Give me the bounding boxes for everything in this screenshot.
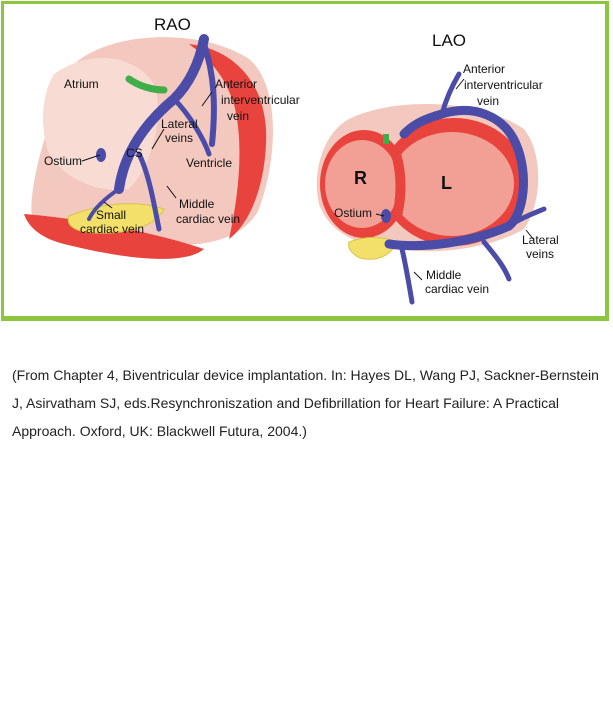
rao-label-small-1: Small [96, 208, 126, 222]
rao-label-atrium: Atrium [64, 77, 99, 91]
lao-middle-vein [399, 246, 415, 305]
figure-frame: RAO Atrium Anterior interventricular vei… [1, 1, 609, 321]
lao-label-anterior-3: vein [477, 94, 499, 108]
lao-title: LAO [432, 31, 466, 50]
rao-label-middle-1: Middle [179, 197, 215, 211]
lao-rv-chamber [325, 140, 399, 228]
rao-label-lateral-1: Lateral [161, 117, 198, 131]
rao-ostium-leader [81, 154, 101, 162]
lao-label-l: L [441, 173, 452, 193]
lao-anterior-vein [439, 71, 462, 117]
rao-label-anterior-2: interventricular [221, 93, 300, 107]
cardiac-veins-illustration: RAO Atrium Anterior interventricular vei… [24, 15, 559, 305]
figure-caption: (From Chapter 4, Biventricular device im… [12, 367, 599, 439]
lao-label-ostium: Ostium [334, 206, 372, 220]
lao-middle-leader [413, 271, 423, 281]
rao-label-middle-2: cardiac vein [176, 212, 240, 226]
lao-cs-valve [383, 134, 389, 144]
lao-label-r: R [354, 168, 367, 188]
lao-septum [391, 152, 406, 221]
rao-heart-drawing [24, 34, 273, 259]
lao-lateral-vein-2 [481, 239, 512, 282]
rao-ostium [96, 148, 106, 162]
lao-heart-drawing [316, 71, 547, 305]
lao-fat [348, 237, 397, 260]
rao-myocardium [189, 44, 267, 239]
lao-ostium [381, 209, 391, 223]
lao-label-lateral-2: veins [526, 247, 554, 261]
lao-anterior-leader [455, 78, 465, 90]
lao-label-middle-1: Middle [426, 268, 462, 282]
rao-anterior-leader [201, 91, 213, 107]
rao-label-ostium: Ostium [44, 154, 82, 168]
rao-small-vein [87, 187, 121, 221]
rao-middle-leader [166, 185, 177, 199]
rao-small-leader [103, 201, 113, 209]
rao-myocardium-lower [24, 214, 204, 259]
rao-label-cs: CS [126, 146, 143, 160]
lao-label-middle-2: cardiac vein [425, 282, 489, 296]
lao-label-anterior-1: Anterior [463, 62, 505, 76]
rao-label-ventricle: Ventricle [186, 156, 232, 170]
rao-title: RAO [154, 15, 191, 34]
lao-ostium-leader [375, 213, 385, 217]
lao-coronary-sinus [384, 106, 528, 251]
rao-label-anterior-3: vein [227, 109, 249, 123]
lao-lv-chamber [390, 132, 514, 236]
rao-lateral-leader [151, 128, 165, 150]
rao-label-anterior-1: Anterior [215, 77, 257, 91]
lao-label-lateral-1: Lateral [522, 233, 559, 247]
rao-lateral-vein [171, 96, 212, 157]
rao-label-lateral-2: veins [165, 131, 193, 145]
rao-label-small-2: cardiac vein [80, 222, 144, 236]
lao-lateral-leader [525, 229, 535, 241]
lao-label-anterior-2: interventricular [464, 78, 543, 92]
lao-lateral-vein-1 [506, 206, 547, 229]
rao-anterior-vein [201, 41, 217, 147]
rao-middle-vein [136, 151, 162, 232]
rao-cs-valve [125, 75, 168, 94]
